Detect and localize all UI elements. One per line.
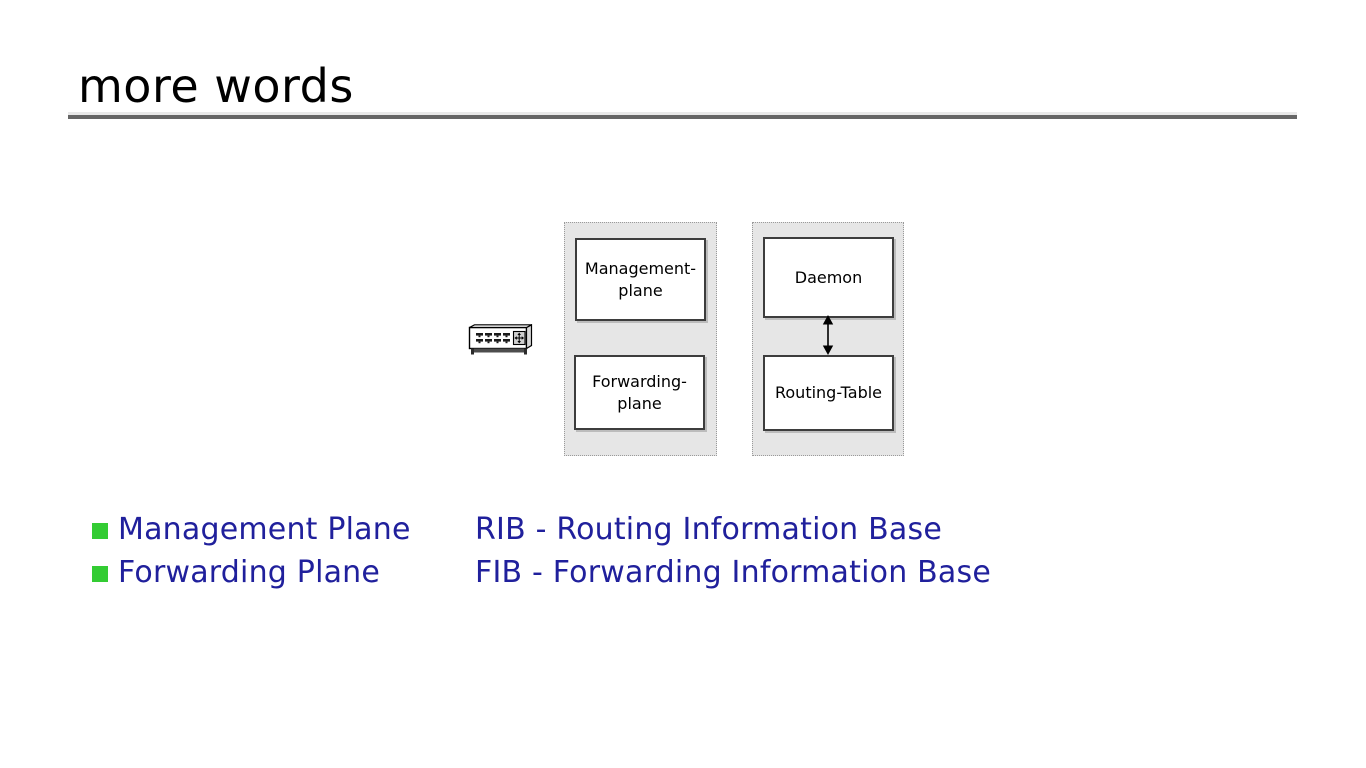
node-forwarding-plane[interactable]: Forwarding- plane	[574, 355, 705, 430]
title-divider-highlight	[68, 112, 1297, 115]
router-switch-icon	[468, 323, 534, 360]
list-item: FIB - Forwarding Information Base	[475, 551, 991, 594]
acronym-expansion-list: RIB - Routing Information Base FIB - For…	[475, 508, 991, 594]
node-management-plane[interactable]: Management- plane	[575, 238, 706, 321]
expansion-rib: RIB - Routing Information Base	[475, 512, 942, 547]
node-routing-table-label: Routing-Table	[774, 383, 883, 403]
node-daemon-label: Daemon	[794, 267, 863, 287]
expansion-fib: FIB - Forwarding Information Base	[475, 555, 991, 590]
node-daemon[interactable]: Daemon	[763, 237, 894, 318]
bullet-label-forwarding-plane: Forwarding Plane	[118, 555, 381, 590]
page-title: more words	[78, 59, 354, 113]
bullet-list: Management Plane Forwarding Plane	[92, 508, 492, 594]
square-bullet-icon	[92, 565, 108, 582]
list-item[interactable]: Management Plane	[92, 508, 492, 551]
list-item: RIB - Routing Information Base	[475, 508, 991, 551]
title-divider-shadow	[68, 115, 1297, 119]
node-management-plane-label: Management- plane	[584, 259, 697, 300]
node-forwarding-plane-label: Forwarding- plane	[592, 372, 687, 413]
square-bullet-icon	[92, 522, 108, 539]
node-routing-table[interactable]: Routing-Table	[763, 355, 894, 431]
bullet-label-management-plane: Management Plane	[118, 512, 411, 547]
list-item[interactable]: Forwarding Plane	[92, 551, 492, 594]
title-divider	[68, 112, 1297, 119]
bidirectional-arrow-icon	[816, 314, 840, 356]
